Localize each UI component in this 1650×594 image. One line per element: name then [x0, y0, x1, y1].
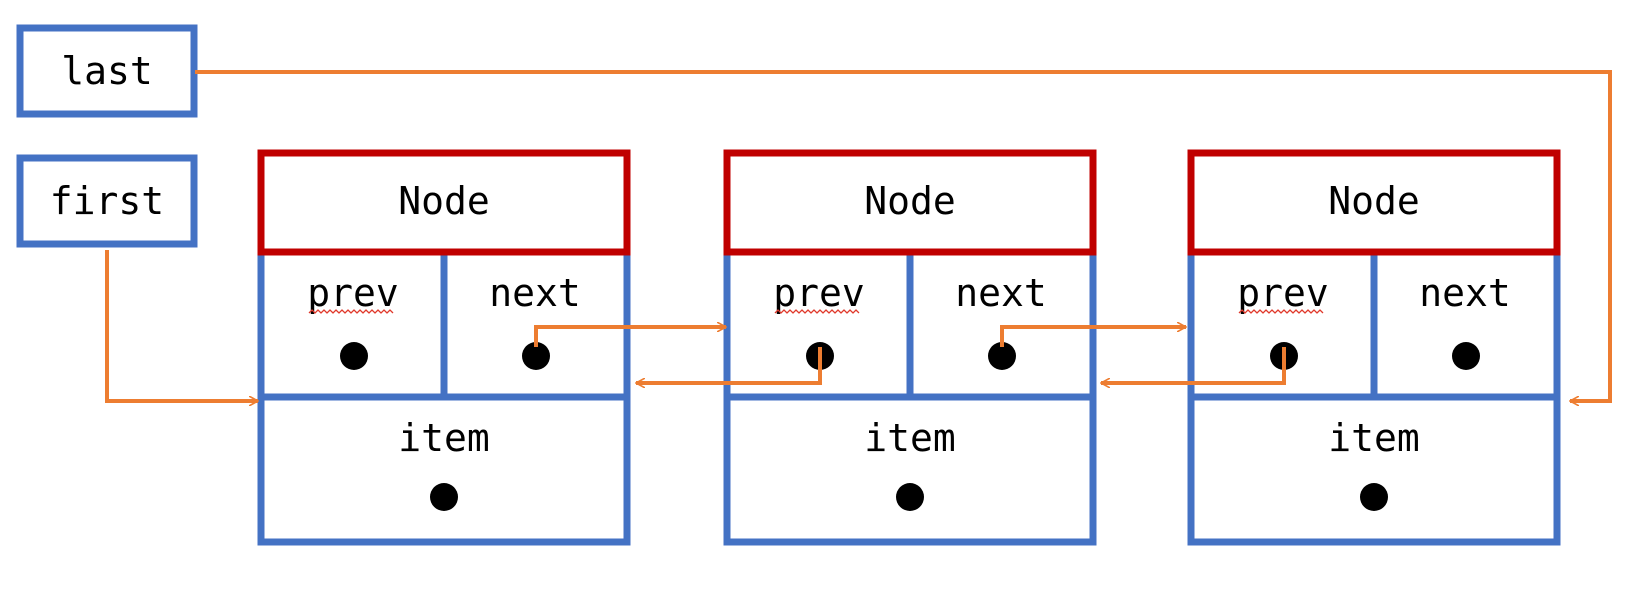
- first-box-frame: [16, 154, 198, 248]
- node-1-prev-label: prev: [307, 271, 399, 315]
- node-1: Node prev next item: [257, 149, 631, 546]
- last-pointer-box: last: [16, 24, 198, 118]
- node-2-next-label: next: [955, 271, 1047, 315]
- node-1-prev-spellcheck: [308, 309, 394, 314]
- node-3-item-label: item: [1328, 416, 1420, 460]
- node-2-prev-arrow: [636, 347, 822, 383]
- last-box-frame: [16, 24, 198, 118]
- node-2-title: Node: [864, 179, 956, 223]
- pointer-arrows: [105, 70, 1612, 401]
- first-pointer-box: first: [16, 154, 198, 248]
- node-3-header-frame: [1187, 149, 1561, 256]
- node-3-next-label: next: [1419, 271, 1511, 315]
- node-3-prev-label: prev: [1237, 271, 1329, 315]
- node-3-title: Node: [1328, 179, 1420, 223]
- first-pointer-arrow: [105, 250, 258, 401]
- node-1-title: Node: [398, 179, 490, 223]
- node-1-header-frame: [257, 149, 631, 256]
- node-3-next-dot: [1452, 342, 1480, 370]
- last-pointer-arrow: [195, 70, 1612, 401]
- node-1-next-dot: [522, 342, 550, 370]
- node-1-prev-dot: [340, 342, 368, 370]
- node-2-prev-spellcheck: [774, 309, 860, 314]
- node-2-item-dot: [896, 483, 924, 511]
- node-3-prev-spellcheck: [1238, 309, 1324, 314]
- node-2: Node prev next item: [723, 149, 1097, 546]
- node-1-item-dot: [430, 483, 458, 511]
- node-1-next-label: next: [489, 271, 581, 315]
- last-label: last: [61, 49, 153, 93]
- node-1-item-label: item: [398, 416, 490, 460]
- first-label: first: [50, 179, 164, 223]
- node-2-next-dot: [988, 342, 1016, 370]
- node-3: Node prev next item: [1187, 149, 1561, 546]
- node-1-next-arrow: [534, 327, 726, 347]
- node-2-header-frame: [723, 149, 1097, 256]
- node-2-prev-label: prev: [773, 271, 865, 315]
- node-2-item-label: item: [864, 416, 956, 460]
- node-2-next-arrow: [1000, 327, 1186, 347]
- node-3-item-dot: [1360, 483, 1388, 511]
- node-3-prev-arrow: [1101, 347, 1286, 383]
